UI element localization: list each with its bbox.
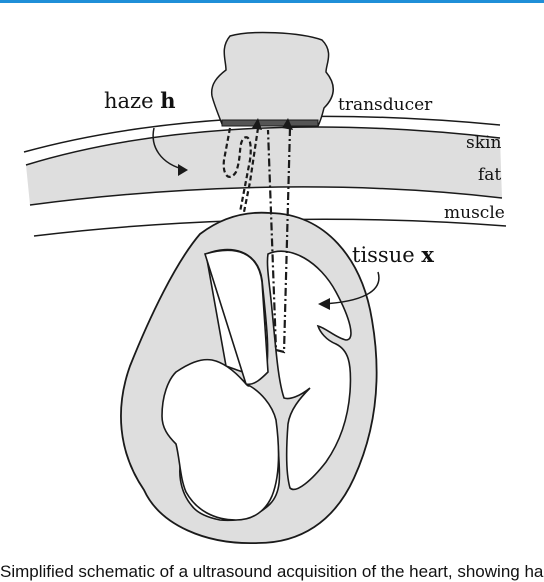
tissue-pointer-arrow bbox=[321, 271, 380, 305]
figure-caption: Simplified schematic of a ultrasound acq… bbox=[0, 562, 544, 581]
left-chamber-main bbox=[161, 249, 280, 521]
haze-pointer-arrowhead bbox=[178, 164, 188, 176]
fat-layer bbox=[26, 126, 502, 205]
tissue-pointer-arrowhead bbox=[318, 298, 330, 310]
tissue-label: tissue x bbox=[352, 242, 434, 267]
arrowhead-1 bbox=[252, 118, 262, 130]
fat-muscle-line bbox=[29, 186, 503, 206]
arrowhead-2 bbox=[282, 118, 293, 130]
transducer-face bbox=[221, 119, 319, 127]
right-chamber bbox=[266, 250, 352, 491]
fat-label: fat bbox=[478, 165, 501, 185]
transducer-label: transducer bbox=[338, 95, 433, 115]
transducer-body bbox=[210, 31, 334, 127]
muscle-label: muscle bbox=[444, 203, 505, 223]
haze-wave-path-1 bbox=[222, 127, 252, 213]
tissue-wave-path bbox=[266, 127, 292, 354]
haze-wave-path-2 bbox=[242, 127, 260, 213]
skin-label: skin bbox=[466, 133, 501, 153]
top-accent-bar bbox=[0, 0, 544, 3]
haze-label: haze h bbox=[104, 88, 176, 113]
